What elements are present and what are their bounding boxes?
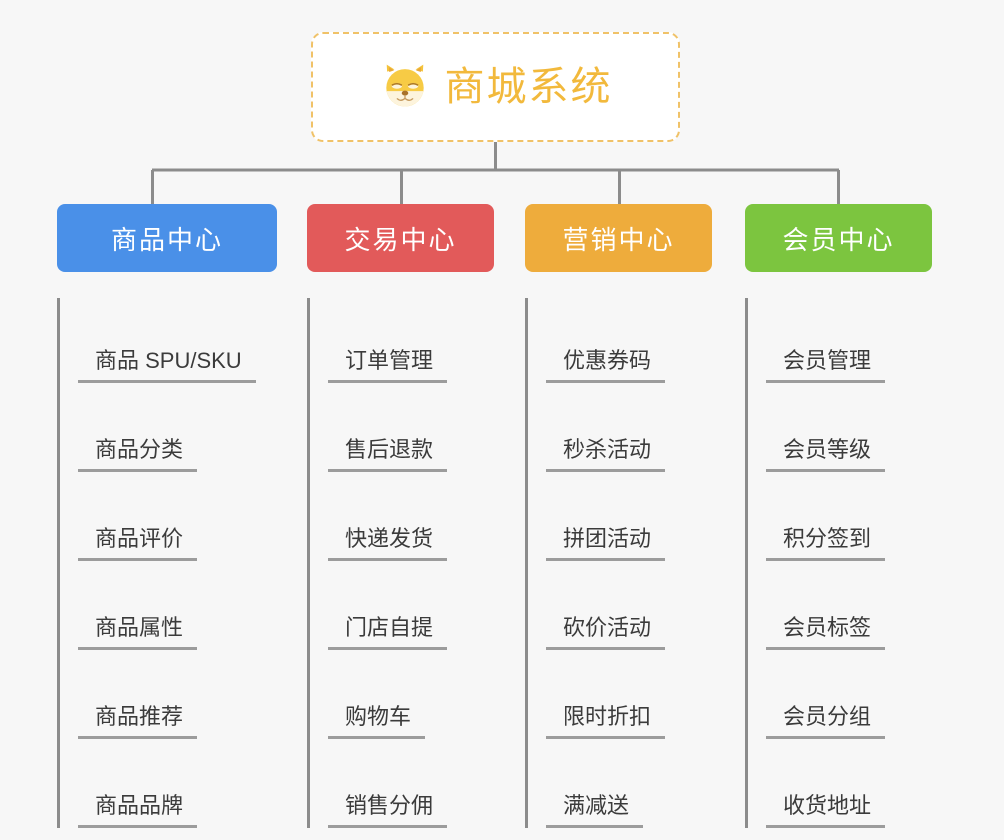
leaf-label: 会员等级 — [766, 437, 886, 472]
leaf-item[interactable]: 限时折扣 — [546, 650, 712, 739]
leaf-label: 砍价活动 — [546, 615, 666, 650]
leaf-label: 拼团活动 — [546, 526, 666, 561]
leaf-label: 快递发货 — [328, 526, 448, 561]
leaf-item[interactable]: 商品评价 — [78, 472, 277, 561]
leaf-label: 积分签到 — [766, 526, 886, 561]
leaf-item[interactable]: 拼团活动 — [546, 472, 712, 561]
branch-header-1[interactable]: 商品中心 — [57, 204, 277, 272]
branch-label-3: 营销中心 — [562, 224, 675, 255]
leaf-label: 满减送 — [546, 793, 644, 828]
leaf-item[interactable]: 商品分类 — [78, 383, 277, 472]
leaf-label: 商品品牌 — [78, 793, 198, 828]
leaf-label: 商品分类 — [78, 437, 198, 472]
leaf-item[interactable]: 会员管理 — [766, 298, 932, 383]
leaf-label: 订单管理 — [328, 348, 448, 383]
branch-商品中心: 商品中心 商品 SPU/SKU 商品分类 商品评价 商品属性 商品推荐 商品品牌 — [57, 204, 277, 828]
branch-header-2[interactable]: 交易中心 — [307, 204, 494, 272]
leaf-item[interactable]: 会员等级 — [766, 383, 932, 472]
branch-label-2: 交易中心 — [344, 224, 457, 255]
branch-header-3[interactable]: 营销中心 — [525, 204, 712, 272]
leaf-item[interactable]: 收货地址 — [766, 739, 932, 828]
leaf-item[interactable]: 会员分组 — [766, 650, 932, 739]
root-node-商城系统[interactable]: 商城系统 — [311, 32, 680, 142]
branch-label-4: 会员中心 — [782, 224, 895, 255]
leaf-label: 销售分佣 — [328, 793, 448, 828]
leaf-item[interactable]: 售后退款 — [328, 383, 494, 472]
leaf-label: 秒杀活动 — [546, 437, 666, 472]
shiba-dog-face-icon — [385, 64, 424, 107]
root-title: 商城系统 — [444, 65, 613, 109]
leaf-item[interactable]: 秒杀活动 — [546, 383, 712, 472]
leaf-list-1: 商品 SPU/SKU 商品分类 商品评价 商品属性 商品推荐 商品品牌 — [57, 298, 277, 828]
leaf-label: 商品属性 — [78, 615, 198, 650]
leaf-label: 商品评价 — [78, 526, 198, 561]
leaf-item[interactable]: 订单管理 — [328, 298, 494, 383]
leaf-list-2: 订单管理 售后退款 快递发货 门店自提 购物车 销售分佣 — [307, 298, 494, 828]
branch-header-4[interactable]: 会员中心 — [745, 204, 932, 272]
leaf-label: 收货地址 — [766, 793, 886, 828]
leaf-item[interactable]: 商品 SPU/SKU — [78, 298, 277, 383]
leaf-item[interactable]: 门店自提 — [328, 561, 494, 650]
leaf-label: 商品推荐 — [78, 704, 198, 739]
leaf-item[interactable]: 满减送 — [546, 739, 712, 828]
leaf-item[interactable]: 商品推荐 — [78, 650, 277, 739]
leaf-item[interactable]: 砍价活动 — [546, 561, 712, 650]
leaf-label: 会员标签 — [766, 615, 886, 650]
leaf-label: 优惠券码 — [546, 348, 666, 383]
leaf-list-4: 会员管理 会员等级 积分签到 会员标签 会员分组 收货地址 — [745, 298, 932, 828]
leaf-item[interactable]: 商品属性 — [78, 561, 277, 650]
branch-会员中心: 会员中心 会员管理 会员等级 积分签到 会员标签 会员分组 收货地址 — [745, 204, 932, 828]
leaf-item[interactable]: 销售分佣 — [328, 739, 494, 828]
leaf-label: 会员管理 — [766, 348, 886, 383]
leaf-label: 购物车 — [328, 704, 426, 739]
leaf-label: 限时折扣 — [546, 704, 666, 739]
leaf-item[interactable]: 购物车 — [328, 650, 494, 739]
leaf-label: 门店自提 — [328, 615, 448, 650]
leaf-item[interactable]: 商品品牌 — [78, 739, 277, 828]
leaf-item[interactable]: 优惠券码 — [546, 298, 712, 383]
leaf-item[interactable]: 会员标签 — [766, 561, 932, 650]
branch-营销中心: 营销中心 优惠券码 秒杀活动 拼团活动 砍价活动 限时折扣 满减送 — [525, 204, 712, 828]
leaf-label: 会员分组 — [766, 704, 886, 739]
leaf-label: 售后退款 — [328, 437, 448, 472]
leaf-list-3: 优惠券码 秒杀活动 拼团活动 砍价活动 限时折扣 满减送 — [525, 298, 712, 828]
branch-label-1: 商品中心 — [110, 224, 223, 255]
branch-交易中心: 交易中心 订单管理 售后退款 快递发货 门店自提 购物车 销售分佣 — [307, 204, 494, 828]
leaf-item[interactable]: 积分签到 — [766, 472, 932, 561]
leaf-label: 商品 SPU/SKU — [78, 348, 256, 383]
leaf-item[interactable]: 快递发货 — [328, 472, 494, 561]
